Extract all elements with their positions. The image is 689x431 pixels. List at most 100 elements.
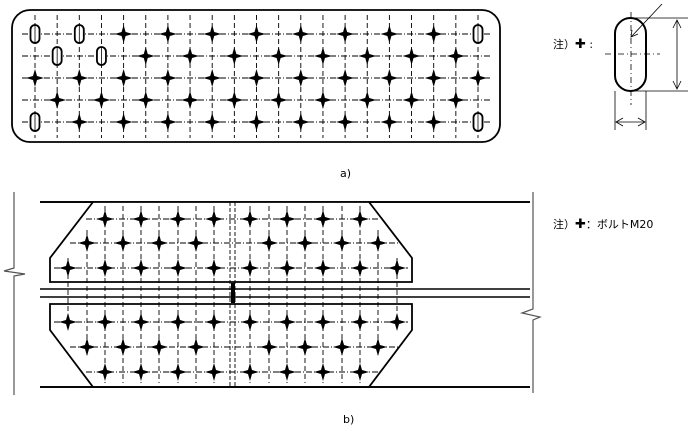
bolt-icon: [75, 76, 84, 80]
bolt-icon: [174, 217, 182, 221]
bolt-icon: [374, 241, 382, 245]
bolt-icon: [119, 120, 128, 124]
bolt-icon: [319, 370, 327, 374]
bolt-icon: [137, 266, 145, 270]
note-a-prefix: 注）: [553, 38, 575, 51]
bolt-icon: [385, 32, 394, 36]
bolt-icon: [163, 120, 172, 124]
bolt-icon: [163, 76, 172, 80]
figure-a-label: a): [340, 167, 352, 180]
bolt-icon: [451, 54, 460, 58]
bolt-icon: [53, 98, 62, 102]
bolt-icon: [341, 32, 350, 36]
bolt-icon: [393, 320, 401, 324]
bolt-icon: [301, 241, 309, 245]
bolt-icon: [230, 54, 239, 58]
bolt-icon: [356, 370, 364, 374]
figure-b-label: b): [343, 413, 355, 426]
bolt-icon: [163, 32, 172, 36]
bolt-icon: [252, 120, 261, 124]
bolt-symbol-icon: ✚: [575, 217, 586, 232]
bolt-icon: [363, 98, 372, 102]
note-b: 注）✚：ボルトM20: [553, 217, 654, 232]
dimension-arrow-icon: [672, 19, 682, 90]
bolt-icon: [141, 54, 150, 58]
bolt-icon: [137, 217, 145, 221]
bolt-icon: [141, 98, 150, 102]
bolt-icon: [374, 345, 382, 349]
bolt-icon: [385, 76, 394, 80]
web-joint-gap: [231, 283, 235, 303]
note-b-text: ：ボルトM20: [585, 218, 654, 231]
bolt-icon: [296, 32, 305, 36]
bolt-icon: [341, 120, 350, 124]
bolt-icon: [186, 98, 195, 102]
bolt-icon: [64, 320, 72, 324]
bolt-icon: [119, 345, 127, 349]
bolt-icon: [252, 76, 261, 80]
splice-plate-outline: [11, 9, 501, 143]
note-b-prefix: 注）: [553, 218, 575, 231]
note-a: 注）✚ :: [553, 37, 594, 52]
break-line-right: [519, 192, 542, 393]
bolt-icon: [393, 266, 401, 270]
bolt-icon: [338, 241, 346, 245]
bolt-icon: [174, 320, 182, 324]
bolt-icon: [137, 370, 145, 374]
bolt-icon: [246, 370, 254, 374]
bolt-icon: [246, 266, 254, 270]
bolt-icon: [119, 32, 128, 36]
bolt-icon: [210, 320, 218, 324]
bolt-icon: [83, 241, 91, 245]
bolt-icon: [301, 345, 309, 349]
bolt-icon: [274, 54, 283, 58]
bolt-icon: [155, 241, 163, 245]
bolt-icon: [296, 76, 305, 80]
bolt-icon: [101, 217, 109, 221]
bolt-icon: [230, 98, 239, 102]
bolt-icon: [407, 98, 416, 102]
dimension-arrow-icon: [615, 117, 646, 127]
bolt-icon: [31, 76, 39, 80]
bolt-icon: [192, 241, 200, 245]
bolt-icon: [429, 32, 438, 36]
bolt-icon: [174, 370, 182, 374]
radius-arrow-icon: [630, 29, 639, 38]
bolt-icon: [429, 76, 438, 80]
bolt-icon: [208, 76, 217, 80]
bolt-icon: [252, 32, 261, 36]
bolt-icon: [296, 120, 305, 124]
bolt-icon: [283, 266, 291, 270]
bolt-icon: [155, 345, 163, 349]
bolt-icon: [451, 98, 460, 102]
note-a-separator: :: [589, 38, 594, 51]
bolt-icon: [283, 370, 291, 374]
bolt-icon: [192, 345, 200, 349]
bolt-icon: [208, 120, 217, 124]
bolt-icon: [64, 266, 72, 270]
bolt-icon: [283, 320, 291, 324]
bolt-icon: [83, 345, 91, 349]
radius-leader-line: [630, 3, 663, 38]
bolt-icon: [356, 217, 364, 221]
bolt-icon: [210, 217, 218, 221]
bolt-icon: [210, 266, 218, 270]
bolt-icon: [101, 320, 109, 324]
bolt-icon: [319, 217, 327, 221]
bolt-icon: [474, 76, 482, 80]
bolt-icon: [97, 98, 106, 102]
bolt-icon: [385, 120, 394, 124]
bolt-icon: [283, 217, 291, 221]
bolt-icon: [341, 76, 350, 80]
bolt-symbol-icon: ✚: [575, 37, 586, 52]
bolt-icon: [208, 32, 217, 36]
bolt-icon: [137, 320, 145, 324]
bolt-icon: [429, 120, 438, 124]
slot-detail-outline: [614, 17, 647, 92]
break-line-left: [3, 192, 26, 395]
bolt-icon: [265, 241, 273, 245]
bolt-icon: [101, 266, 109, 270]
bolt-icon: [319, 320, 327, 324]
bolt-icon: [119, 241, 127, 245]
